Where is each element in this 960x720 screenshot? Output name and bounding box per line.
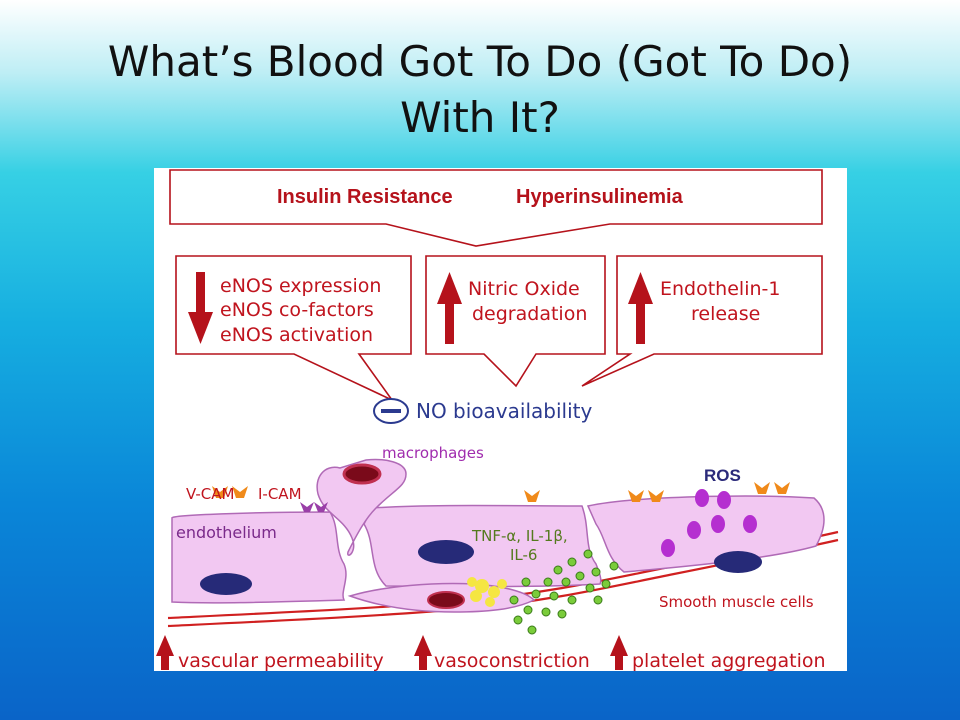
up-arrow-icon [437, 272, 462, 344]
endothelin-text: Endothelin-1 [660, 278, 780, 300]
down-arrow-icon [188, 272, 213, 344]
nucleus [200, 573, 252, 595]
enos-activation-text: eNOS activation [220, 324, 373, 346]
up-arrow-icon [610, 635, 628, 670]
nitric-oxide-text: Nitric Oxide [468, 278, 580, 300]
release-text: release [691, 303, 760, 325]
macrophage-cell [316, 458, 407, 556]
slide-title-line-2: With It? [400, 93, 560, 142]
macrophage-nucleus [342, 463, 382, 485]
up-arrow-icon [628, 272, 653, 344]
enos-callout-box [175, 255, 412, 403]
lipid-droplets [467, 577, 507, 607]
outcome-vasoconstriction: vasoconstriction [434, 650, 590, 671]
nucleus [418, 540, 474, 564]
endothelial-cell-right [586, 495, 825, 573]
cytokine-particles [509, 549, 619, 635]
vcam-label: V-CAM [186, 485, 234, 503]
nucleus [714, 551, 762, 573]
up-arrow-icon [414, 635, 432, 670]
hyperinsulinemia-label: Hyperinsulinemia [516, 186, 684, 208]
icam-label: I-CAM [258, 485, 302, 503]
cytokines-label-2: IL-6 [510, 546, 537, 564]
diagram-svg: Insulin Resistance Hyperinsulinemia eNOS… [156, 169, 839, 671]
top-callout-box [169, 169, 823, 247]
outcome-vascular-permeability: vascular permeability [178, 650, 384, 671]
up-arrow-icon [156, 635, 174, 670]
macrophages-label: macrophages [382, 444, 484, 462]
degradation-text: degradation [472, 303, 587, 325]
enos-cofactors-text: eNOS co-factors [220, 299, 374, 321]
outcome-platelet-aggregation: platelet aggregation [632, 650, 826, 671]
endothelial-dysfunction-diagram: Insulin Resistance Hyperinsulinemia eNOS… [154, 168, 847, 671]
slide-title: What’s Blood Got To Do (Got To Do) With … [0, 34, 960, 146]
nucleus [427, 591, 465, 609]
nitric-oxide-callout-box [425, 255, 606, 388]
insulin-resistance-label: Insulin Resistance [277, 186, 453, 208]
adhesion-molecules [212, 482, 790, 512]
ros-molecules [661, 489, 757, 557]
endothelium-label: endothelium [176, 523, 277, 542]
smooth-muscle-label: Smooth muscle cells [659, 593, 814, 611]
no-bioavailability-text: NO bioavailability [416, 399, 592, 423]
endothelial-cell-middle [363, 504, 602, 588]
cytokines-label-1: TNF-α, IL-1β, [471, 527, 568, 545]
enos-expression-text: eNOS expression [220, 275, 381, 297]
minus-circle-icon [373, 398, 409, 424]
slide-title-line-1: What’s Blood Got To Do (Got To Do) [107, 37, 853, 86]
ros-label: ROS [704, 466, 741, 485]
